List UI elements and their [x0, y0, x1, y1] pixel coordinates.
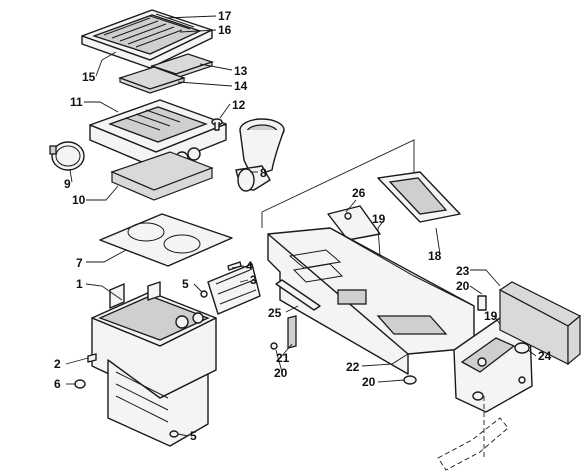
- callout-2: 2: [54, 357, 61, 371]
- callout-20a: 20: [456, 279, 470, 293]
- screw-5b: [169, 430, 179, 438]
- bolt-2: [87, 353, 97, 363]
- washer-20c: [472, 391, 484, 401]
- callout-3: 3: [250, 273, 257, 287]
- callout-23: 23: [456, 264, 470, 278]
- screw-20c: [403, 375, 417, 385]
- callout-21: 21: [276, 351, 290, 365]
- callout-22: 22: [346, 360, 360, 374]
- callout-5a: 5: [182, 277, 189, 291]
- callout-24: 24: [538, 349, 552, 363]
- callout-7: 7: [76, 256, 83, 270]
- leader-lines: [65, 15, 537, 437]
- airbox-main: [91, 281, 217, 447]
- screw-19a: [344, 212, 352, 220]
- callout-8: 8: [260, 166, 267, 180]
- callout-19a: 19: [372, 212, 386, 226]
- gasket-7: [99, 213, 233, 267]
- callout-14: 14: [234, 79, 248, 93]
- silencer-body: [267, 227, 475, 375]
- callout-1: 1: [76, 277, 83, 291]
- callout-20c: 20: [362, 375, 376, 389]
- spring-21: [287, 315, 297, 349]
- callout-16: 16: [218, 23, 232, 37]
- screw-5a: [200, 290, 208, 298]
- callout-labels: 17 16 13 15 14 11 12 9 8 10 26 19 18 7 4…: [54, 9, 552, 443]
- callout-10: 10: [72, 193, 86, 207]
- screw-20b: [270, 342, 278, 350]
- washer-24: [514, 342, 530, 354]
- callout-18: 18: [428, 249, 442, 263]
- callout-5b: 5: [190, 429, 197, 443]
- foam-filter-10: [110, 151, 214, 201]
- callout-15: 15: [82, 70, 96, 84]
- callout-6: 6: [54, 377, 61, 391]
- callout-19b: 19: [484, 309, 498, 323]
- bolt-4: [227, 261, 242, 271]
- seal-18: [377, 171, 461, 223]
- bolt-12: [211, 118, 223, 131]
- callout-12: 12: [232, 98, 246, 112]
- callout-9: 9: [64, 177, 71, 191]
- callout-25: 25: [268, 306, 282, 320]
- callout-20b: 20: [274, 366, 288, 380]
- callout-11: 11: [70, 95, 83, 109]
- rod-25: [275, 279, 321, 311]
- screw-20a: [477, 295, 487, 311]
- screw-6: [74, 379, 86, 389]
- intake-boot: [235, 118, 285, 192]
- callout-13: 13: [234, 64, 248, 78]
- dashed-shaft: [437, 396, 509, 471]
- foam-filter-23: [498, 281, 582, 366]
- hose-clamp-9: [49, 141, 85, 171]
- callout-26: 26: [352, 186, 366, 200]
- mount-plate-3: [207, 263, 261, 315]
- callout-17: 17: [218, 9, 232, 23]
- callout-4: 4: [246, 259, 253, 273]
